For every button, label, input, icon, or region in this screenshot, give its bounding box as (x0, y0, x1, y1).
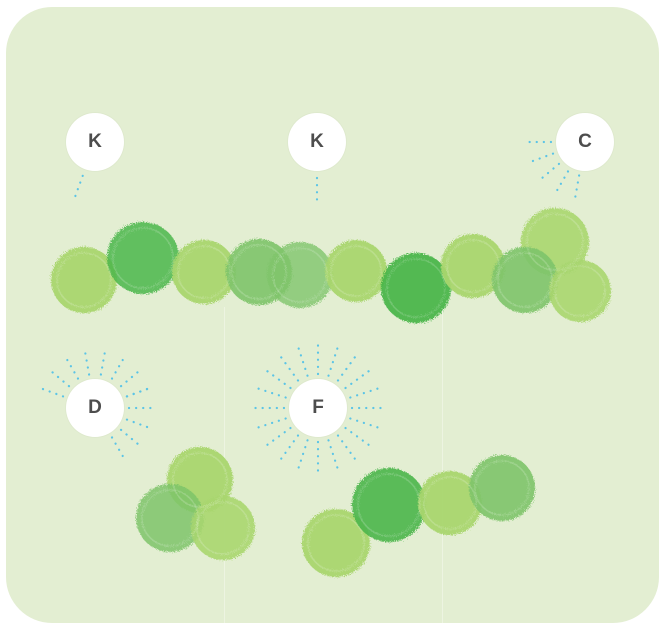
letter-badge-d[interactable]: D (66, 379, 124, 437)
sparkle-ray (46, 367, 71, 388)
sparkle-ray (99, 345, 107, 376)
sparkle-dots (35, 140, 581, 476)
sparkle-ray (296, 344, 309, 377)
badge-label: K (88, 131, 102, 152)
badge-label: C (578, 131, 592, 152)
badge-label: K (310, 131, 324, 152)
sparkle-ray (254, 417, 287, 430)
sparkle-ray (336, 353, 358, 382)
sparkle-ray (263, 368, 292, 390)
green-tile[interactable] (302, 509, 370, 577)
green-tile[interactable] (418, 471, 482, 535)
sparkle-ray (110, 436, 128, 463)
sparkle-ray (296, 439, 309, 472)
green-tile[interactable] (51, 247, 117, 313)
sparkle-ray (327, 439, 340, 472)
sparkle-ray (349, 417, 382, 430)
sparkle-ray (119, 428, 144, 449)
tile-ring (272, 247, 328, 303)
sparkle-ray (119, 367, 144, 388)
letter-badge-c[interactable]: C (556, 113, 614, 171)
tile-ring (423, 476, 477, 530)
sparkle-ray (525, 152, 555, 165)
tile-ring (474, 460, 530, 516)
tile-ring (172, 452, 228, 508)
sparkle-ray (125, 385, 155, 398)
green-tile[interactable] (492, 247, 558, 313)
sparkle-ray (344, 426, 373, 448)
tile-ring (307, 514, 365, 572)
badge-label: F (312, 397, 324, 418)
sparkle-ray (327, 344, 340, 377)
tile-ring (526, 213, 584, 271)
sparkle-ray (62, 353, 80, 380)
sparkle-ray (278, 353, 300, 382)
tile-ring (554, 265, 606, 317)
tile-ring (56, 252, 112, 308)
sparkle-ray (254, 386, 287, 399)
letter-badge-k[interactable]: K (288, 113, 346, 171)
tile-ring (112, 227, 174, 289)
sparkle-ray (573, 174, 581, 205)
tile-ring (196, 501, 250, 555)
sparkle-ray (72, 174, 84, 202)
sparkle-ray (278, 434, 300, 463)
tile-cluster (51, 208, 611, 577)
tile-ring (386, 258, 446, 318)
tile-ring (357, 473, 421, 537)
green-tile[interactable] (136, 484, 204, 552)
sparkle-ray (336, 434, 358, 463)
green-tile[interactable] (107, 222, 179, 294)
green-tile[interactable] (381, 253, 451, 323)
letter-badge-k[interactable]: K (66, 113, 124, 171)
green-tile[interactable] (172, 240, 236, 304)
sparkle-ray (536, 162, 561, 183)
tile-ring (446, 239, 500, 293)
green-tile[interactable] (191, 496, 255, 560)
green-tile[interactable] (549, 260, 611, 322)
sparkle-ray (263, 426, 292, 448)
tile-ring (330, 245, 382, 297)
sparkle-ray (349, 386, 382, 399)
green-tile[interactable] (441, 234, 505, 298)
tile-ring (231, 244, 287, 300)
grid-divider (442, 307, 443, 623)
green-tile[interactable] (325, 240, 387, 302)
green-tile[interactable] (267, 242, 333, 308)
sparkle-ray (125, 418, 155, 431)
sparkle-ray (344, 368, 373, 390)
tile-ring (141, 489, 199, 547)
sparkle-ray (35, 385, 65, 398)
letter-badge-f[interactable]: F (289, 379, 347, 437)
tile-ring (497, 252, 553, 308)
sparkle-ray (110, 353, 128, 380)
sparkle-ray (83, 345, 91, 376)
badge-label: D (88, 397, 102, 418)
green-tile[interactable] (469, 455, 535, 521)
green-tile[interactable] (352, 468, 426, 542)
sparkle-ray (552, 170, 570, 197)
tile-ring (177, 245, 231, 299)
